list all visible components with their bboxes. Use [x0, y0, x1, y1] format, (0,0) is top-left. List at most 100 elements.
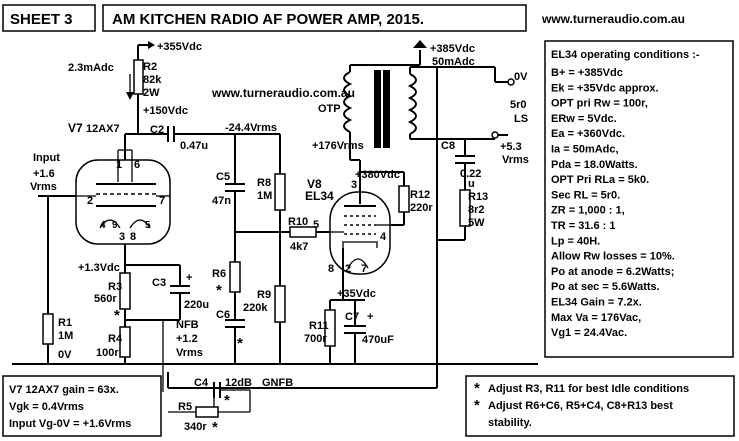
r10-value: 4k7	[290, 241, 308, 253]
condition-line-7: OPT Pri RLa = 5k0.	[551, 174, 649, 186]
v8-pin-2: 2	[345, 263, 351, 275]
r5-value: 340r	[184, 421, 207, 433]
v7-pin-7: 7	[159, 195, 165, 207]
v8-name: V8	[307, 177, 322, 191]
r2-value: 82k	[143, 74, 162, 86]
v7-heater-2	[129, 219, 151, 229]
r13-name: R13	[468, 191, 488, 203]
v8-heater	[347, 258, 369, 269]
current-arrow	[126, 92, 134, 100]
condition-line-3: ERw = 5Vdc.	[551, 113, 617, 125]
condition-line-9: ZR = 1,000 : 1,	[551, 205, 625, 217]
r8-name: R8	[257, 177, 271, 189]
ground-0v-label: 0V	[58, 349, 72, 361]
v7-line-2: Input Vg-0V = +1.6Vrms	[9, 418, 131, 430]
note-1: Adjust R3, R11 for best Idle conditions	[488, 383, 689, 395]
v7-heater-1	[99, 219, 121, 229]
b355-arrow	[148, 41, 155, 49]
v8-pin-7: 7	[361, 263, 367, 275]
c7-name: C7	[345, 311, 359, 323]
v8-pin-8: 8	[328, 263, 334, 275]
ls-impedance: 5r0	[510, 99, 527, 111]
c7-value: 470uF	[362, 334, 394, 346]
r6-name: R6	[212, 268, 226, 280]
c8-unit: u	[468, 178, 475, 190]
output-terminal-hot	[491, 131, 499, 139]
note-star-1: *	[474, 380, 480, 397]
r4-name: R4	[108, 333, 123, 345]
v8-pin-5: 5	[313, 219, 319, 231]
v7-line-0: V7 12AX7 gain = 63x.	[9, 384, 119, 396]
r3-name: R3	[108, 281, 122, 293]
v7-pin-9: 9	[112, 220, 118, 231]
condition-line-0: B+ = +385Vdc	[551, 67, 623, 79]
r8-resistor	[274, 173, 286, 211]
r3-star: *	[114, 307, 120, 324]
v8-cathode	[342, 241, 378, 248]
v8-pin-3: 3	[351, 179, 357, 191]
v7-line-1: Vgk = 0.4Vrms	[9, 401, 84, 413]
c2-value: 0.47u	[180, 140, 208, 152]
page-title: AM KITCHEN RADIO AF POWER AMP, 2015.	[112, 11, 424, 28]
v7-gain-box	[2, 375, 162, 437]
secondary-winding	[407, 73, 417, 135]
v150-label: +150Vdc	[143, 105, 188, 117]
condition-line-17: Vg1 = 24.4Vac.	[551, 327, 627, 339]
c2-signal: -24.4Vrms	[225, 122, 277, 134]
r9-resistor	[274, 285, 286, 323]
r5-name: R5	[178, 401, 192, 413]
condition-line-15: EL34 Gain = 7.2x.	[551, 297, 642, 309]
sheet-label: SHEET 3	[10, 11, 73, 28]
v7-pin-1: 1	[116, 159, 122, 171]
notes-box	[465, 375, 735, 437]
r5-star: *	[212, 419, 218, 436]
r1-name: R1	[58, 317, 72, 329]
url-top: www.turneraudio.com.au	[541, 12, 685, 26]
input-level: +1.6	[33, 168, 55, 180]
out53-unit: Vrms	[502, 154, 529, 166]
r8-value: 1M	[257, 190, 272, 202]
out53-level: +5.3	[500, 141, 522, 153]
v8-type: EL34	[305, 189, 334, 203]
r12-name: R12	[410, 189, 430, 201]
sheet-label-box	[2, 4, 96, 32]
v7-name: V7	[68, 121, 83, 135]
v7-pin-2: 2	[87, 195, 93, 207]
r13-power: 5W	[468, 217, 485, 229]
c3-value: 220u	[184, 299, 209, 311]
v7-pin-8: 8	[130, 231, 136, 243]
url-mid: www.turneraudio.com.au	[211, 86, 355, 100]
condition-line-6: Pda = 18.0Watts.	[551, 159, 638, 171]
c4-star: *	[224, 392, 230, 409]
condition-line-14: Po at sec = 5.6Watts.	[551, 281, 660, 293]
condition-line-13: Po at anode = 6.2Watts;	[551, 266, 674, 278]
r2-resistor	[133, 59, 144, 95]
r5-resistor	[195, 406, 219, 418]
output-terminal-0v	[507, 78, 515, 86]
v7-pin-3: 3	[119, 231, 125, 243]
r4-value: 100r	[96, 347, 119, 359]
primary-winding	[343, 71, 353, 133]
note-star-2: *	[474, 397, 480, 414]
v7-pin-4: 4	[100, 220, 106, 231]
r11-name: R11	[309, 320, 329, 332]
v8-pin-4: 4	[380, 231, 387, 243]
c5-name: C5	[216, 171, 230, 183]
c4-name: C4	[194, 377, 209, 389]
r1-resistor	[42, 313, 54, 345]
c6-name: C6	[216, 309, 230, 321]
operating-conditions-box	[544, 40, 734, 358]
c6-star: *	[237, 335, 243, 352]
c7-plus: +	[367, 311, 373, 323]
c2-name: C2	[150, 124, 164, 136]
out0-label: 0V	[514, 71, 528, 83]
b385-arrow	[413, 40, 427, 48]
nfb-unit: Vrms	[176, 347, 203, 359]
c5-value: 47n	[212, 195, 231, 207]
r12-value: 220r	[410, 202, 433, 214]
r10-name: R10	[288, 216, 308, 228]
i50-label: 50mAdc	[432, 56, 475, 68]
